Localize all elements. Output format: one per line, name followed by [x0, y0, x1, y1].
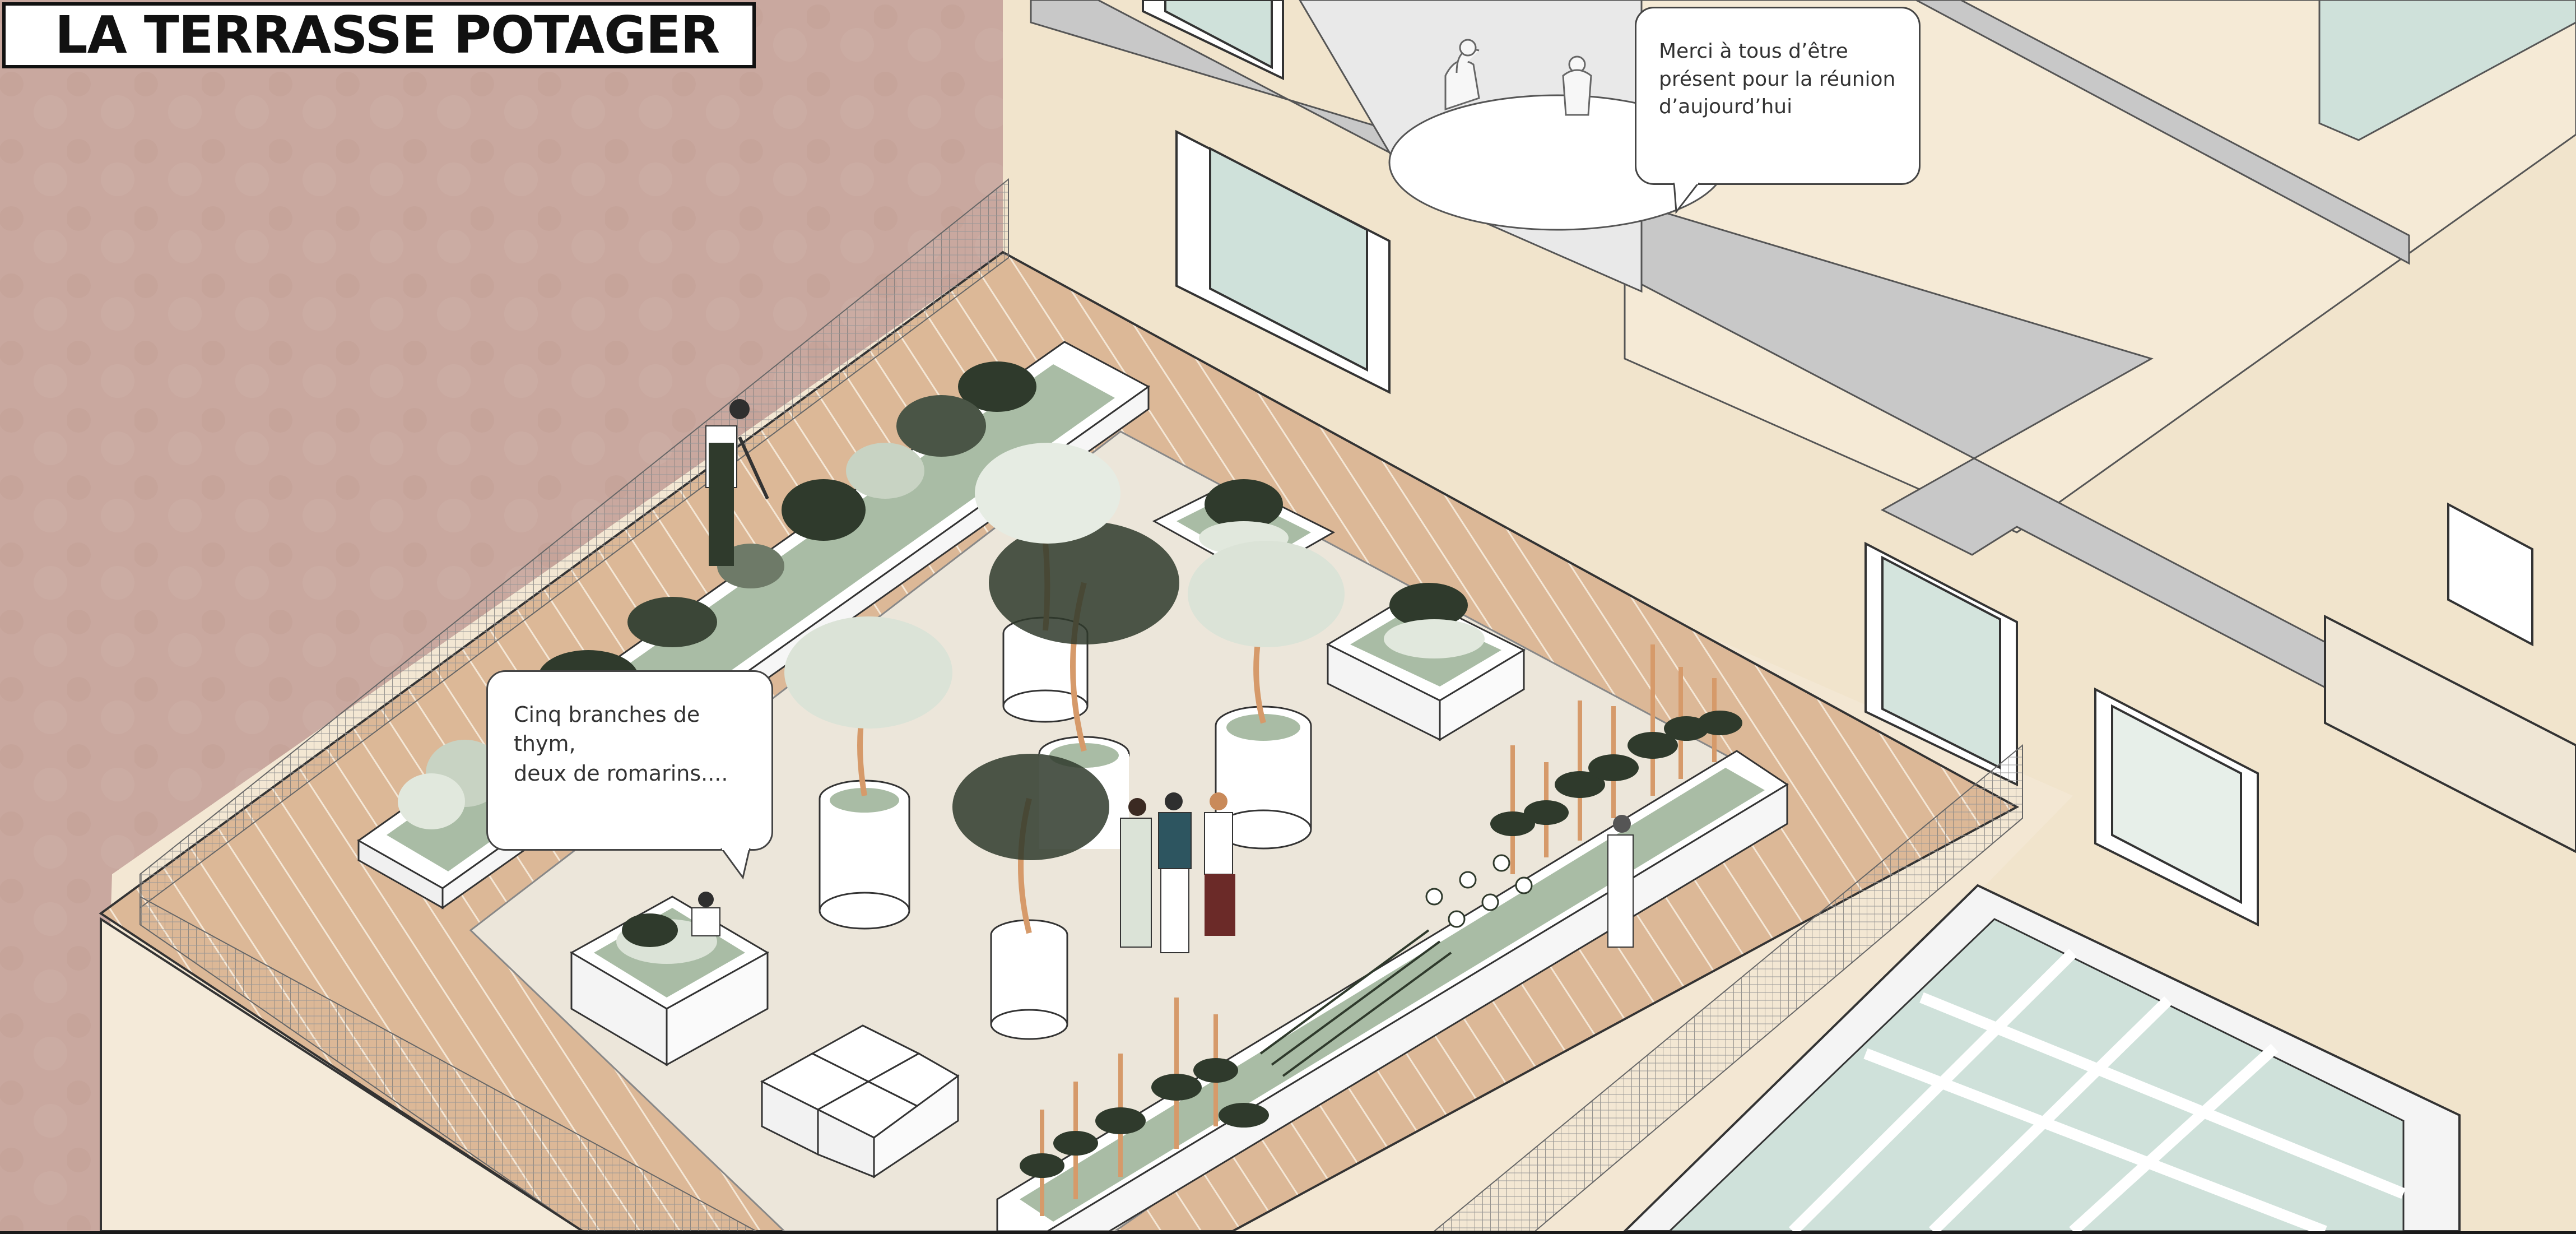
- vegetable-rows: [1259, 929, 1452, 1077]
- gardener-watering: [705, 399, 769, 566]
- person-at-planter: [1607, 815, 1634, 948]
- staked-tomatoes: [1020, 644, 1742, 1216]
- person-crouching: [691, 892, 720, 936]
- windows: [1142, 0, 2576, 927]
- party-wall: [0, 0, 1003, 1231]
- speech-bubble-herbs: Cinq branches de thym, deux de romarins.…: [486, 670, 773, 851]
- speech-bubble-meeting: Merci à tous d’être présent pour la réun…: [1635, 7, 1921, 185]
- glass-canopy: [1622, 884, 2461, 1234]
- speech-bubble-meeting-text: Merci à tous d’être présent pour la réun…: [1659, 40, 1896, 119]
- page-title: LA TERRASSE POTAGER: [55, 5, 720, 65]
- speech-bubble-herbs-text: Cinq branches de thym, deux de romarins.…: [514, 702, 728, 786]
- herbs-left: [398, 361, 1036, 829]
- group-of-three: [1120, 792, 1235, 953]
- title-banner: LA TERRASSE POTAGER: [2, 2, 756, 68]
- glass-roof: [2318, 0, 2576, 141]
- speech-bubble-herbs-tail: [720, 848, 751, 880]
- speech-bubble-meeting-tail: [1673, 183, 1700, 215]
- stools: [760, 1024, 960, 1179]
- people: [691, 399, 1634, 953]
- potted-trees: [784, 443, 1345, 1040]
